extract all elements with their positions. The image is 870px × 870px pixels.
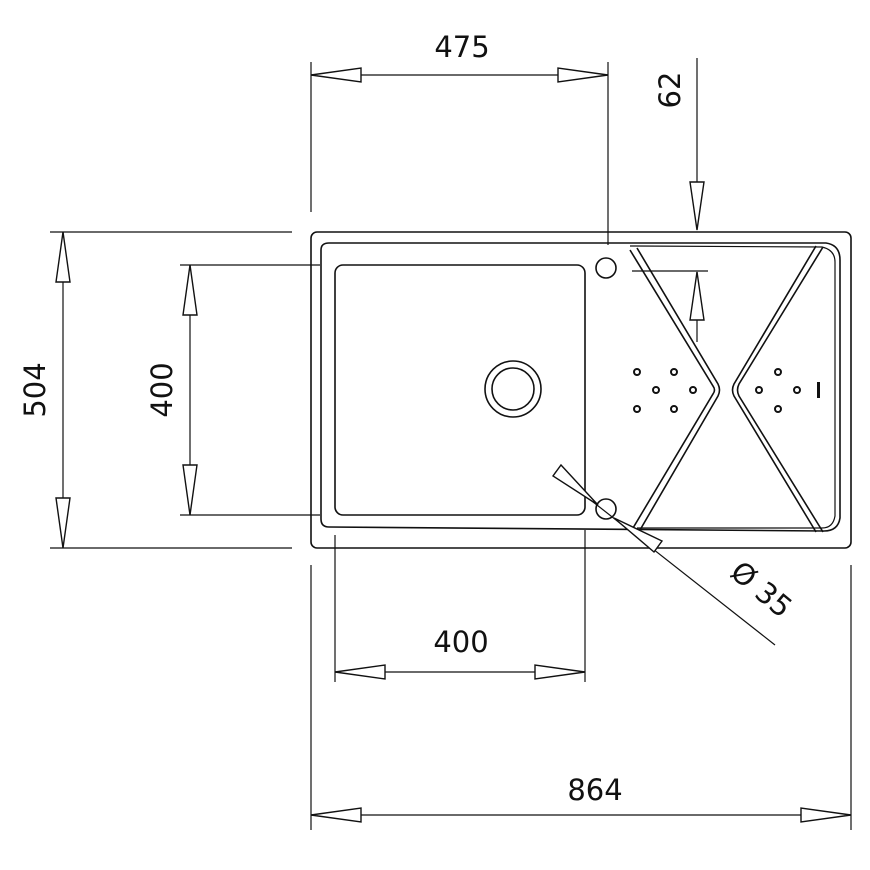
dimension-diameter-35: Ø 35 [551, 463, 799, 646]
dimension-475: 475 [310, 30, 609, 245]
tap-hole [595, 257, 617, 279]
dimension-864: 864 [310, 565, 852, 830]
sink-outline [310, 231, 852, 549]
logo-mark [817, 382, 820, 398]
overflow-hole [595, 498, 617, 520]
drainer-grooves [629, 245, 824, 533]
dimension-label: 475 [434, 30, 489, 64]
dimension-label: 400 [433, 625, 488, 659]
drainer-dots [633, 368, 801, 413]
dimension-400-horizontal: 400 [334, 530, 586, 682]
bowl [334, 264, 586, 516]
dimension-label: 504 [18, 362, 52, 417]
drain-outer [484, 360, 542, 418]
dimension-62: 62 [632, 58, 708, 342]
dimension-504: 504 [18, 231, 292, 549]
drain-inner [491, 367, 535, 411]
dimension-400-vertical: 400 [145, 264, 320, 516]
dimension-label: 400 [145, 362, 179, 417]
dimension-label: 62 [653, 72, 687, 109]
dimension-label: 864 [567, 773, 622, 807]
